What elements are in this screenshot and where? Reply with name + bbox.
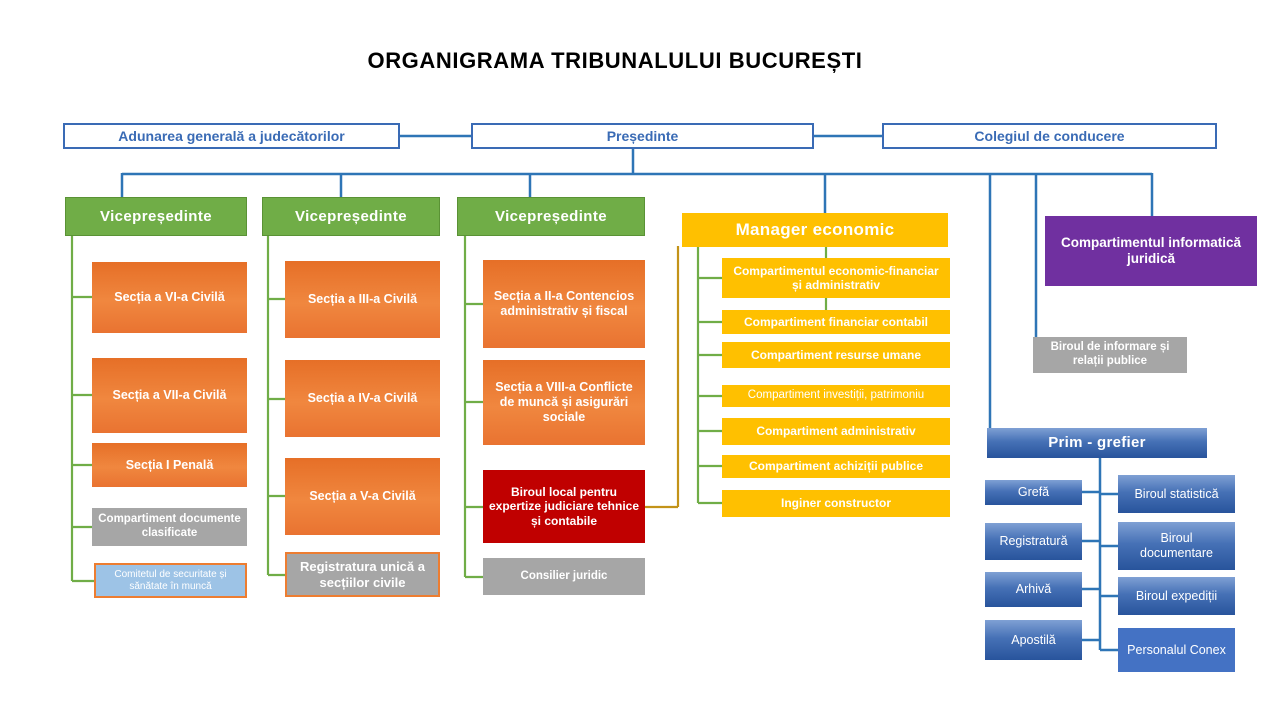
node-sectia-8-conflicte: Secția a VIII-a Conflicte de muncă și as… — [483, 360, 645, 445]
node-colegiul-conducere: Colegiul de conducere — [882, 123, 1217, 149]
node-sectia-1-penala: Secția I Penală — [92, 443, 247, 487]
node-biroul-expeditii: Biroul expediții — [1118, 577, 1235, 615]
node-registratura-unica: Registratura unică a secțiilor civile — [285, 552, 440, 597]
node-inginer-constructor: Inginer constructor — [722, 490, 950, 517]
node-sectia-5-civila: Secția a V-a Civilă — [285, 458, 440, 535]
node-manager-economic: Manager economic — [682, 213, 948, 247]
node-investitii-patrimoniu: Compartiment investiții, patrimoniu — [722, 385, 950, 407]
node-grefa: Grefă — [985, 480, 1082, 505]
node-biroul-statistica: Biroul statistică — [1118, 475, 1235, 513]
node-presedinte: Președinte — [471, 123, 814, 149]
node-arhiva: Arhivă — [985, 572, 1082, 607]
node-financiar-contabil: Compartiment financiar contabil — [722, 310, 950, 334]
node-consilier-juridic: Consilier juridic — [483, 558, 645, 595]
node-biroul-expertize: Biroul local pentru expertize judiciare … — [483, 470, 645, 543]
node-apostila: Apostilă — [985, 620, 1082, 660]
node-vicepresedinte-2: Vicepreședinte — [262, 197, 440, 236]
node-adunarea-generala: Adunarea generală a judecătorilor — [63, 123, 400, 149]
node-documente-clasificate: Compartiment documente clasificate — [92, 508, 247, 546]
node-administrativ: Compartiment administrativ — [722, 418, 950, 445]
node-achizitii-publice: Compartiment achiziții publice — [722, 455, 950, 478]
node-resurse-umane: Compartiment resurse umane — [722, 342, 950, 368]
node-sectia-2-contencios: Secția a II-a Contencios administrativ ș… — [483, 260, 645, 348]
node-vicepresedinte-3: Vicepreședinte — [457, 197, 645, 236]
node-registratura: Registratură — [985, 523, 1082, 560]
node-biroul-documentare: Biroul documentare — [1118, 522, 1235, 570]
node-compartimentul-informatica: Compartimentul informatică juridică — [1045, 216, 1257, 286]
node-vicepresedinte-1: Vicepreședinte — [65, 197, 247, 236]
node-sectia-4-civila: Secția a IV-a Civilă — [285, 360, 440, 437]
node-compartimentul-economic: Compartimentul economic-financiar și adm… — [722, 258, 950, 298]
page-title: ORGANIGRAMA TRIBUNALULUI BUCUREȘTI — [367, 48, 863, 73]
node-biroul-informare: Biroul de informare și relații publice — [1033, 337, 1187, 373]
node-sectia-3-civila: Secția a III-a Civilă — [285, 261, 440, 338]
node-personalul-conex: Personalul Conex — [1118, 628, 1235, 672]
node-prim-grefier: Prim - grefier — [987, 428, 1207, 458]
node-sectia-7-civila: Secția a VII-a Civilă — [92, 358, 247, 433]
node-sectia-6-civila: Secția a VI-a Civilă — [92, 262, 247, 333]
node-comitet-securitate: Comitetul de securitate și sănătate în m… — [94, 563, 247, 598]
